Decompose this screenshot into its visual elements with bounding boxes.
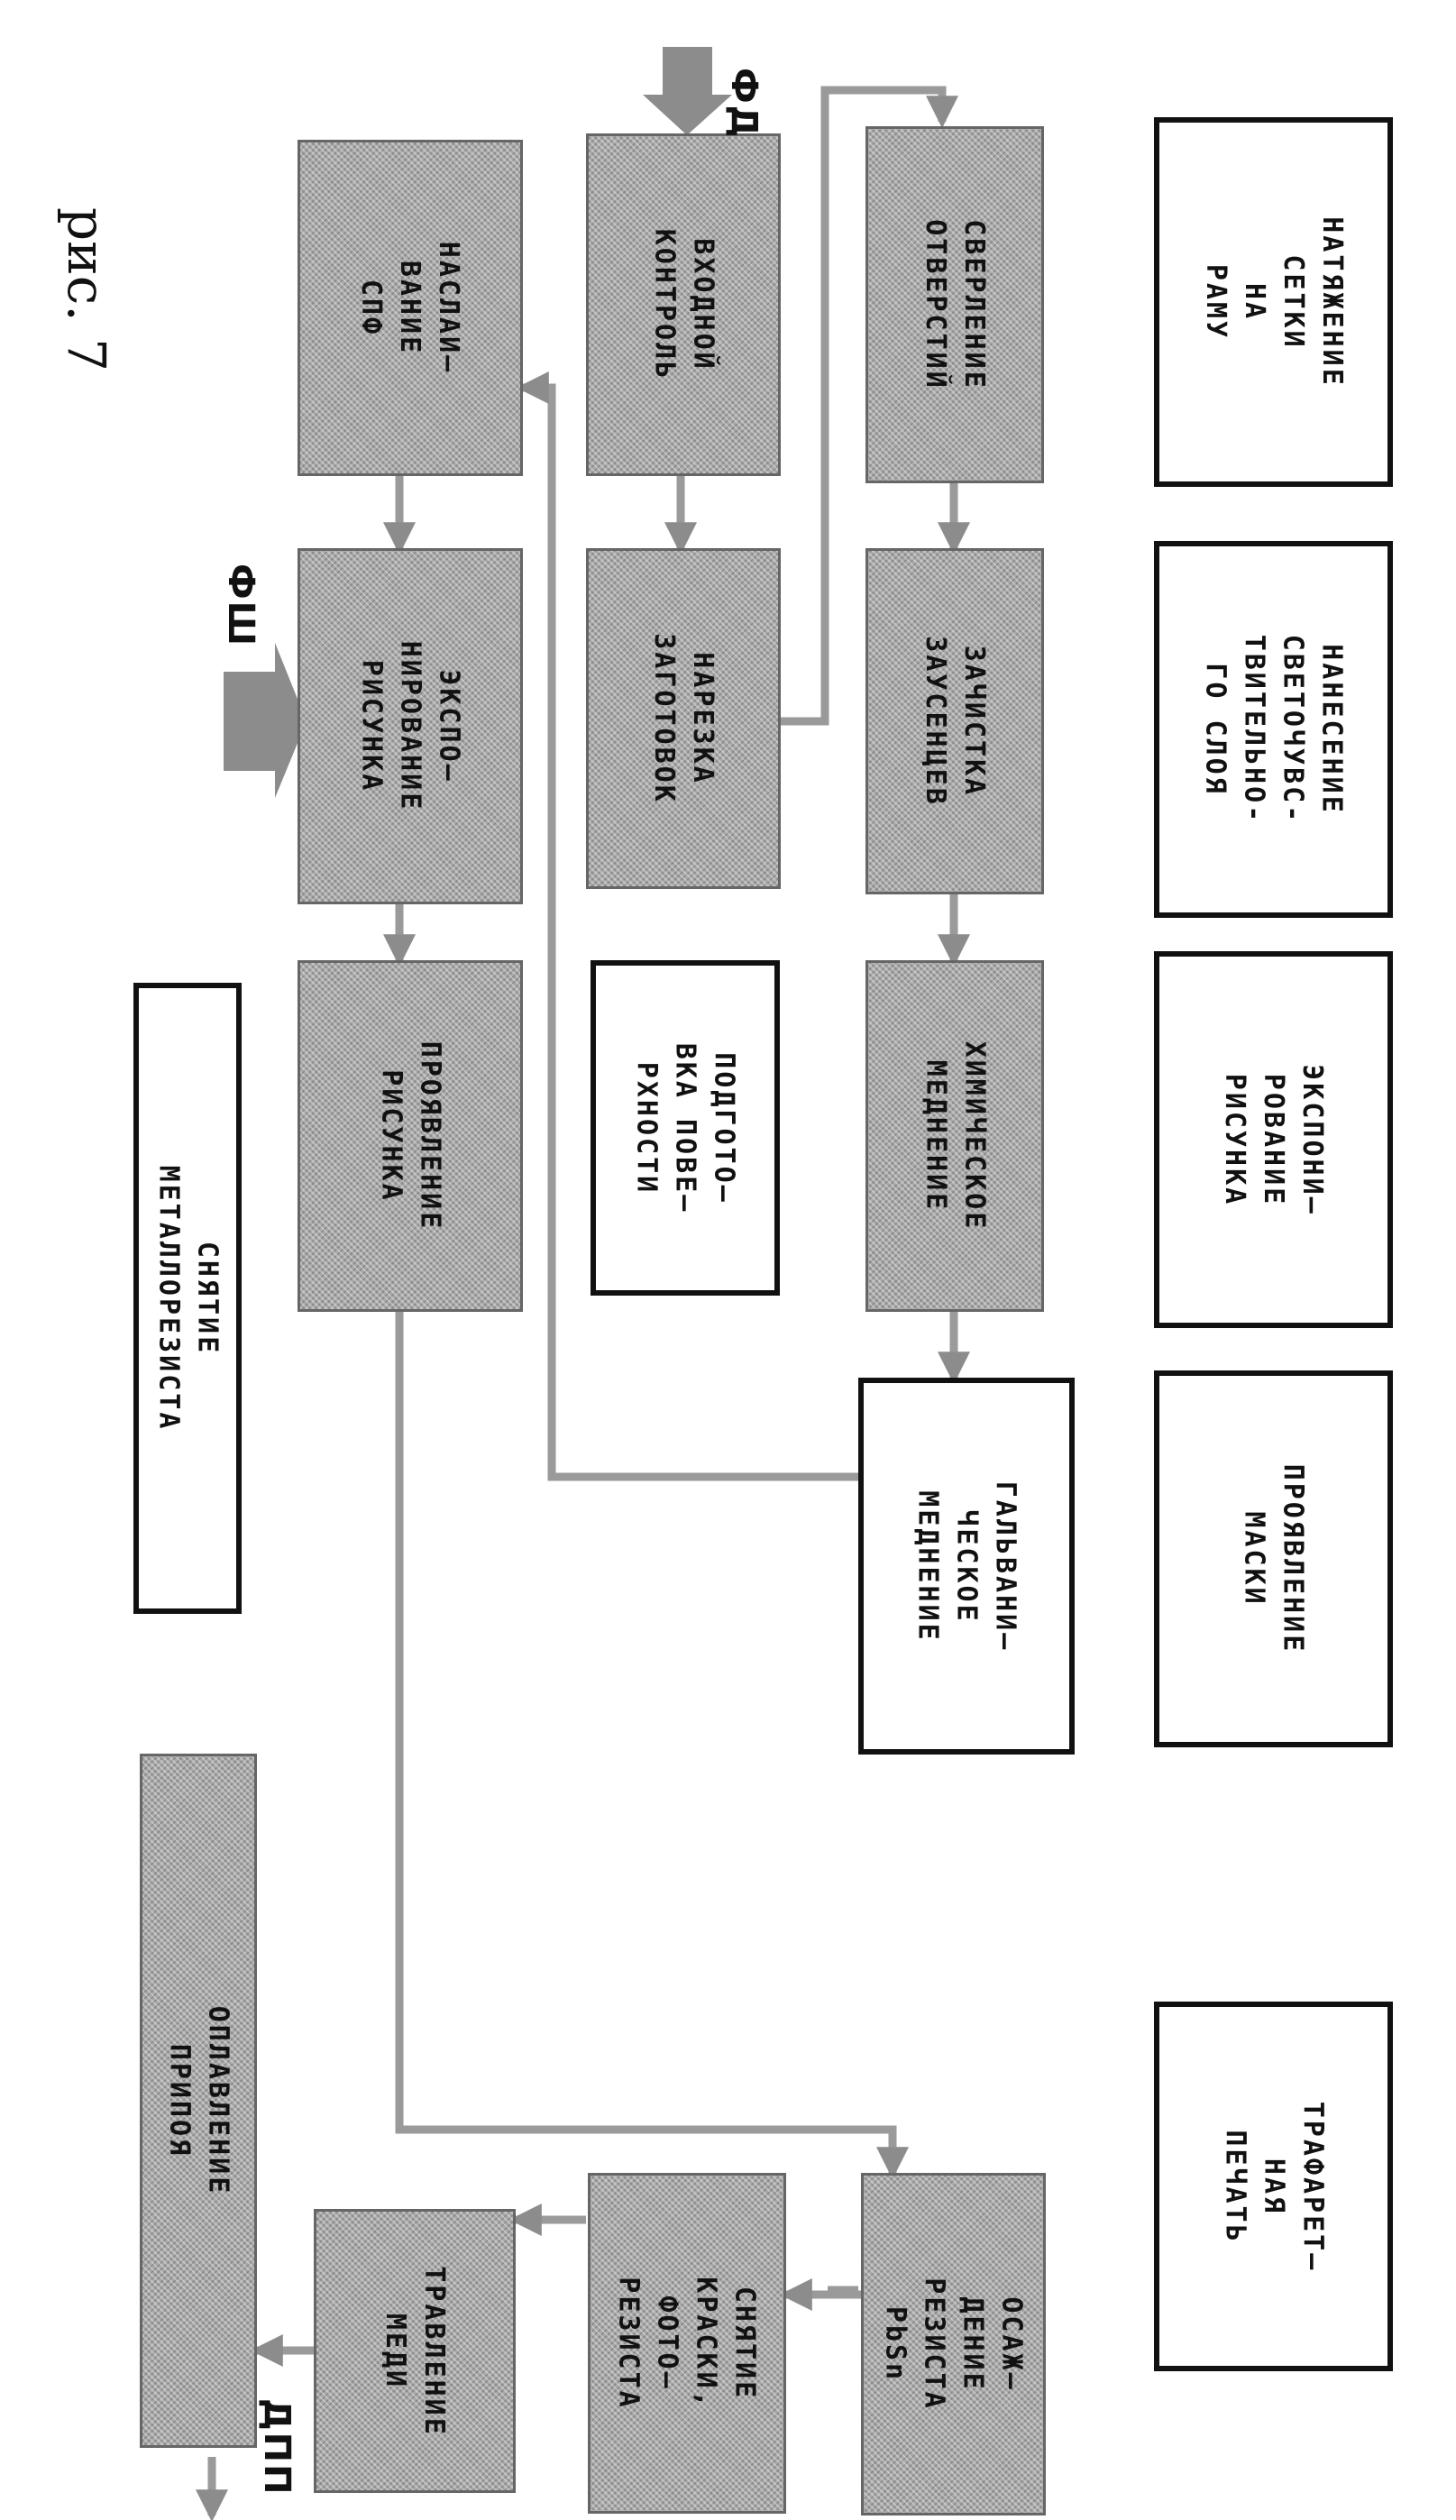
block-label: ЭКСПО— НИРОВАНИЕ РИСУНКА <box>355 640 465 812</box>
block-travlenie: ТРАВЛЕНИЕ МЕДИ <box>314 2209 516 2493</box>
block-label: ТРАВЛЕНИЕ МЕДИ <box>380 2265 450 2437</box>
block-label: ОСАЖ— ДЕНИЕ РЕЗИСТА PbSn <box>879 2277 1028 2411</box>
block-eksponirovanie: ЭКСПО— НИРОВАНИЕ РИСУНКА <box>298 548 523 904</box>
block-osazhdenie: ОСАЖ— ДЕНИЕ РЕЗИСТА PbSn <box>861 2173 1046 2515</box>
block-label: НАТЯЖЕНИЕ СЕТКИ НА РАМУ <box>1199 216 1348 388</box>
block-label: СНЯТИЕ КРАСКИ, ФОТО— РЕЗИСТА <box>613 2277 761 2410</box>
block-podgotovka: ПОДГОТО— ВКА ПОВЕ— РХНОСТИ <box>591 960 780 1296</box>
block-khim-mednenie: ХИМИЧЕСКОЕ МЕДНЕНИЕ <box>865 960 1044 1312</box>
block-label: ТРАФАРЕТ— НАЯ ПЕЧАТЬ <box>1219 2101 1328 2272</box>
block-galv-mednenie: ГАЛЬВАНИ— ЧЕСКОЕ МЕДНЕНИЕ <box>858 1378 1075 1755</box>
block-label: ХИМИЧЕСКОЕ МЕДНЕНИЕ <box>920 1040 990 1232</box>
fd-label: ФД <box>723 68 765 140</box>
block-label: СВЕРЛЕНИЕ ОТВЕРСТИЙ <box>920 219 990 390</box>
block-label: НАНЕСЕНИЕ СВЕТОЧУВС- ТВИТЕЛЬНО- ГО СЛОЯ <box>1199 634 1348 825</box>
block-natyazhenie: НАТЯЖЕНИЕ СЕТКИ НА РАМУ <box>1154 117 1393 487</box>
block-naslaivanie: НАСЛАИ— ВАНИЕ СПФ <box>298 140 523 476</box>
block-label: ПРОЯВЛЕНИЕ РИСУНКА <box>375 1040 445 1232</box>
dpp-label: ДПП <box>256 2398 298 2497</box>
block-nanesenie: НАНЕСЕНИЕ СВЕТОЧУВС- ТВИТЕЛЬНО- ГО СЛОЯ <box>1154 541 1393 918</box>
block-label: ЭКСПОНИ— РОВАНИЕ РИСУНКА <box>1219 1063 1328 1216</box>
block-narezka: НАРЕЗКА ЗАГОТОВОК <box>586 548 781 889</box>
block-snyatie-kraski: СНЯТИЕ КРАСКИ, ФОТО— РЕЗИСТА <box>588 2173 786 2514</box>
arrow-proyavlenie-osazhdenie <box>395 1312 909 2180</box>
fsh-label: ФШ <box>220 564 261 648</box>
block-eksponirovanie-maski: ЭКСПОНИ— РОВАНИЕ РИСУНКА <box>1154 951 1393 1328</box>
block-oplavlenie: ОПЛАВЛЕНИЕ ПРИПОЯ <box>140 1754 257 2448</box>
block-label: НАРЕЗКА ЗАГОТОВОК <box>648 633 719 804</box>
block-label: ГАЛЬВАНИ— ЧЕСКОЕ МЕДНЕНИЕ <box>911 1480 1021 1652</box>
block-zachistka: ЗАЧИСТКА ЗАУСЕНЦЕВ <box>865 548 1044 894</box>
block-label: СНЯТИЕ МЕТАЛЛОРЕЗИСТА <box>152 1165 223 1432</box>
block-vkhodnoy: ВХОДНОЙ КОНТРОЛЬ <box>586 133 781 476</box>
fsh-input-arrow <box>224 643 307 798</box>
block-sverlenie: СВЕРЛЕНИЕ ОТВЕРСТИЙ <box>865 126 1044 483</box>
fd-input-arrow <box>643 47 732 135</box>
block-label: НАСЛАИ— ВАНИЕ СПФ <box>355 241 465 375</box>
block-label: ЗАЧИСТКА ЗАУСЕНЦЕВ <box>920 636 990 807</box>
block-trafaret: ТРАФАРЕТ— НАЯ ПЕЧАТЬ <box>1154 2002 1393 2371</box>
block-label: ПОДГОТО— ВКА ПОВЕ— РХНОСТИ <box>630 1042 740 1214</box>
block-snyatie-metallorezista: СНЯТИЕ МЕТАЛЛОРЕЗИСТА <box>133 983 242 1614</box>
arrow-galv-naslaivanie <box>516 371 858 1481</box>
arrow-narezka-sverlenie <box>781 86 958 726</box>
block-label: ОПЛАВЛЕНИЕ ПРИПОЯ <box>163 2005 234 2196</box>
block-proyavlenie-maski: ПРОЯВЛЕНИЕ МАСКИ <box>1154 1370 1393 1747</box>
block-label: ПРОЯВЛЕНИЕ МАСКИ <box>1238 1463 1309 1654</box>
figure-caption: рис. 7 <box>56 207 117 372</box>
block-label: ВХОДНОЙ КОНТРОЛЬ <box>648 228 719 381</box>
block-proyavlenie: ПРОЯВЛЕНИЕ РИСУНКА <box>298 960 523 1312</box>
